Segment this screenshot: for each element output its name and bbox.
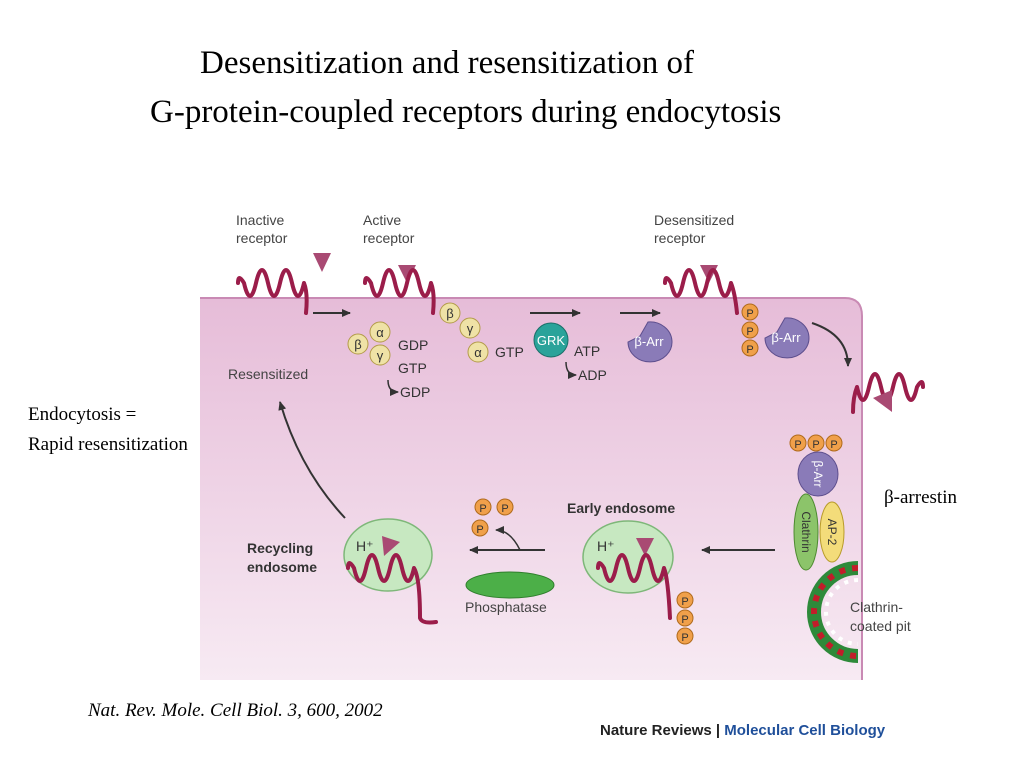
brand-separator: | xyxy=(715,722,721,739)
slide-title-line2: G-protein-coupled receptors during endoc… xyxy=(150,94,782,130)
label-resensitized: Resensitized xyxy=(228,366,308,382)
svg-text:AP-2: AP-2 xyxy=(825,519,839,546)
pit-phosphates: P P P xyxy=(789,434,843,452)
svg-text:receptor: receptor xyxy=(654,230,706,246)
svg-text:P: P xyxy=(746,326,753,338)
svg-text:P: P xyxy=(830,439,837,451)
svg-text:β: β xyxy=(354,337,361,352)
svg-text:β-Arr: β-Arr xyxy=(634,334,664,349)
svg-text:coated pit: coated pit xyxy=(850,618,911,634)
ap2-adaptor: AP-2 xyxy=(819,501,845,563)
svg-text:Active: Active xyxy=(363,212,401,228)
svg-text:P: P xyxy=(746,308,753,320)
svg-text:P: P xyxy=(812,439,819,451)
label-early-endosome: Early endosome xyxy=(567,500,675,516)
cell-cytoplasm xyxy=(200,298,862,680)
label-desensitized-receptor: Desensitized receptor xyxy=(654,212,734,246)
svg-text:P: P xyxy=(681,614,688,626)
recycling-endosome-proton: H⁺ xyxy=(356,538,374,554)
label-active-receptor: Active receptor xyxy=(363,212,415,246)
svg-text:Desensitized: Desensitized xyxy=(654,212,734,228)
clathrin-adaptor: Clathrin xyxy=(793,493,819,571)
ligand-early-endosome xyxy=(636,538,654,556)
endocytosis-note-line2: Rapid resensitization xyxy=(28,434,188,455)
ligand-recycling-endosome xyxy=(382,536,400,556)
label-adp: ADP xyxy=(578,367,607,383)
svg-text:receptor: receptor xyxy=(363,230,415,246)
g-protein-trimer: α β γ xyxy=(347,321,391,366)
svg-text:β-Arr: β-Arr xyxy=(771,330,801,345)
g-alpha-gtp: α GTP xyxy=(467,341,524,363)
ligand-free xyxy=(313,253,331,272)
g-beta-gamma: β γ xyxy=(439,302,481,339)
label-inactive-receptor: Inactive receptor xyxy=(236,212,288,246)
svg-text:Inactive: Inactive xyxy=(236,212,284,228)
receptor-early-endosome xyxy=(596,553,672,620)
label-phosphatase: Phosphatase xyxy=(465,599,547,615)
brand-journal: Molecular Cell Biology xyxy=(724,722,886,739)
label-gdp-out: GDP xyxy=(400,384,430,400)
endocytosis-note-line1: Endocytosis = xyxy=(28,404,137,425)
receptor-phosphates: P P P xyxy=(741,303,759,357)
svg-text:P: P xyxy=(479,503,486,515)
released-phosphates: P P P xyxy=(471,498,514,537)
grk-kinase: GRK xyxy=(533,322,569,358)
label-clathrin-coated-pit: Clathrin- coated pit xyxy=(850,599,911,634)
arrow-to-pit xyxy=(811,322,852,367)
svg-text:β-Arr: β-Arr xyxy=(811,461,825,488)
receptor-recycling-endosome xyxy=(346,553,438,625)
svg-text:P: P xyxy=(476,524,483,536)
active-receptor xyxy=(363,268,436,315)
beta-arrestin-pit: β-Arr xyxy=(797,451,839,497)
beta-arrestin-free: β-Arr xyxy=(627,321,673,363)
svg-text:P: P xyxy=(681,596,688,608)
svg-text:P: P xyxy=(501,503,508,515)
endosome-phosphates: P P P xyxy=(676,591,694,645)
svg-text:Clathrin: Clathrin xyxy=(799,511,813,552)
beta-arrestin-label: β-arrestin xyxy=(884,487,957,508)
inactive-receptor xyxy=(236,268,309,315)
svg-text:receptor: receptor xyxy=(236,230,288,246)
internalizing-receptor xyxy=(851,372,925,414)
arrow-recycling-to-membrane xyxy=(278,401,346,519)
citation: Nat. Rev. Mole. Cell Biol. 3, 600, 2002 xyxy=(88,700,383,721)
svg-text:P: P xyxy=(681,632,688,644)
svg-text:α: α xyxy=(474,345,482,360)
label-gtp-in: GTP xyxy=(398,360,427,376)
endocytosis-note: Endocytosis = Rapid resensitization xyxy=(28,400,188,460)
svg-text:P: P xyxy=(794,439,801,451)
brand-group: Nature Reviews xyxy=(600,722,712,739)
svg-text:GRK: GRK xyxy=(537,333,566,348)
svg-text:GTP: GTP xyxy=(495,344,524,360)
early-endosome-proton: H⁺ xyxy=(597,538,615,554)
slide-title-line1: Desensitization and resensitization of xyxy=(200,45,694,81)
desensitized-receptor xyxy=(663,268,739,315)
arrow-phosphate-release xyxy=(495,526,521,551)
svg-text:α: α xyxy=(376,325,384,340)
label-gdp-bound: GDP xyxy=(398,337,428,353)
journal-brand: Nature Reviews | Molecular Cell Biology xyxy=(600,722,885,739)
label-recycling-endosome: Recycling endosome xyxy=(247,540,317,575)
phosphatase xyxy=(465,571,555,599)
svg-text:γ: γ xyxy=(377,348,384,363)
svg-text:β: β xyxy=(446,306,453,321)
svg-text:Recycling: Recycling xyxy=(247,540,313,556)
svg-text:endosome: endosome xyxy=(247,559,317,575)
clathrin-coated-pit xyxy=(807,561,859,663)
svg-text:Clathrin-: Clathrin- xyxy=(850,599,903,615)
label-atp: ATP xyxy=(574,343,600,359)
svg-text:P: P xyxy=(746,344,753,356)
svg-text:γ: γ xyxy=(467,321,474,336)
beta-arrestin-bound: β-Arr xyxy=(764,317,810,359)
